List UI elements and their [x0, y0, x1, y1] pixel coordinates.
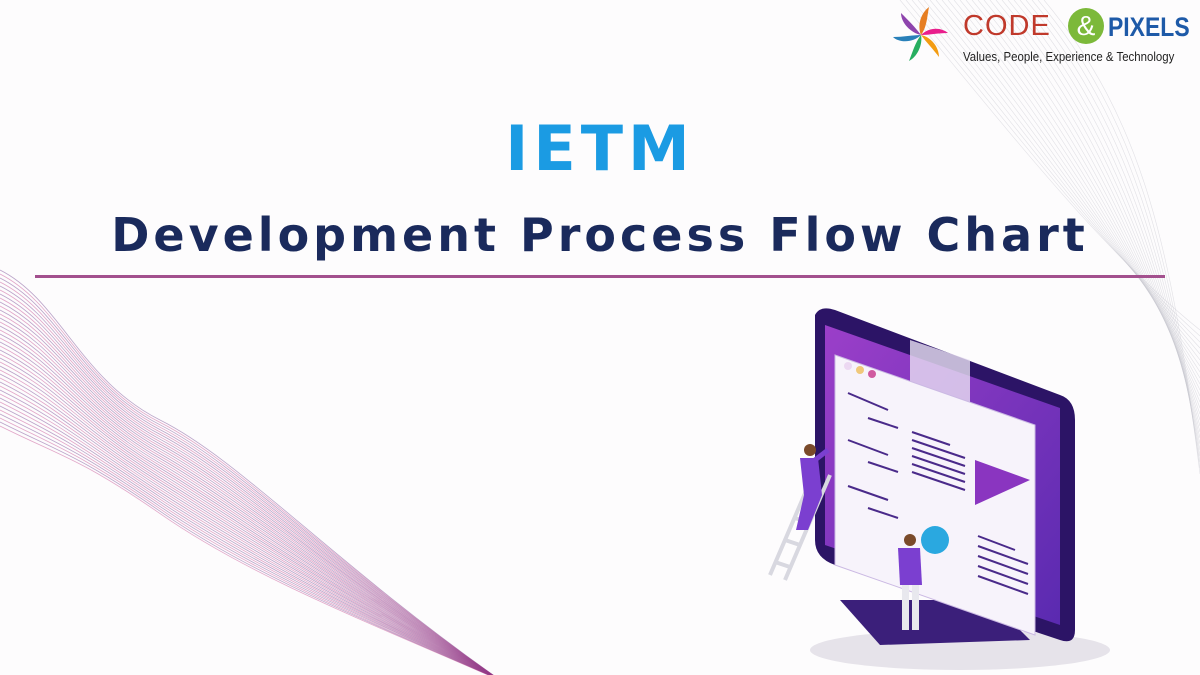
- wave-line: [0, 337, 493, 675]
- wave-line: [0, 413, 490, 675]
- wave-line: [0, 425, 490, 675]
- wave-line: [0, 373, 492, 675]
- wave-line: [0, 325, 493, 675]
- page-subtitle: Development Process Flow Chart: [111, 208, 1089, 262]
- wave-line: [0, 389, 491, 675]
- page-title: IETM: [505, 112, 695, 185]
- wave-line: [0, 285, 494, 675]
- wave-line: [0, 421, 490, 675]
- wave-line: [1019, 0, 1200, 451]
- wave-line: [0, 385, 491, 675]
- wave-line: [0, 321, 493, 675]
- wave-line: [0, 397, 491, 675]
- wave-line: [0, 405, 491, 675]
- pinwheel-logo-icon: [893, 7, 948, 61]
- person-on-ladder: [796, 444, 830, 530]
- company-logo: CODE & PIXELS Values, People, Experience…: [888, 4, 1198, 66]
- wave-line: [0, 361, 492, 675]
- wave-line: [0, 293, 494, 675]
- wave-line: [0, 369, 492, 675]
- wave-line: [0, 377, 492, 675]
- wave-line: [0, 381, 492, 675]
- wave-line: [0, 317, 493, 675]
- logo-text-pixels: PIXELS: [1108, 12, 1190, 42]
- wave-line: [0, 417, 490, 675]
- wave-line: [0, 273, 494, 675]
- title-divider: [35, 275, 1165, 278]
- wave-line: [0, 365, 492, 675]
- wave-line: [0, 333, 493, 675]
- wave-line: [0, 309, 493, 675]
- wave-line: [0, 349, 493, 675]
- wave-line: [1013, 0, 1200, 445]
- person-with-globe: [898, 526, 949, 630]
- wave-line: [0, 345, 493, 675]
- logo-ampersand: &: [1068, 8, 1104, 44]
- logo-tagline: Values, People, Experience & Technology: [963, 49, 1175, 64]
- wave-line: [1043, 0, 1200, 475]
- wave-line: [0, 353, 492, 675]
- wave-line: [0, 329, 493, 675]
- wave-line: [0, 297, 494, 675]
- wave-line: [0, 305, 494, 675]
- wave-line: [0, 401, 491, 675]
- wave-line: [0, 301, 494, 675]
- monitor-illustration: [768, 308, 1110, 670]
- logo-text-code: CODE: [963, 10, 1051, 42]
- wave-line: [0, 289, 494, 675]
- wave-line: [0, 269, 494, 675]
- wave-line: [1037, 0, 1200, 469]
- wave-line: [0, 341, 493, 675]
- wave-line: [0, 409, 491, 675]
- wave-line: [0, 313, 493, 675]
- wave-line: [0, 281, 494, 675]
- wave-line: [0, 357, 492, 675]
- wave-line: [1031, 0, 1200, 463]
- wave-line: [0, 277, 494, 675]
- wave-line: [1025, 0, 1200, 457]
- wave-line: [0, 393, 491, 675]
